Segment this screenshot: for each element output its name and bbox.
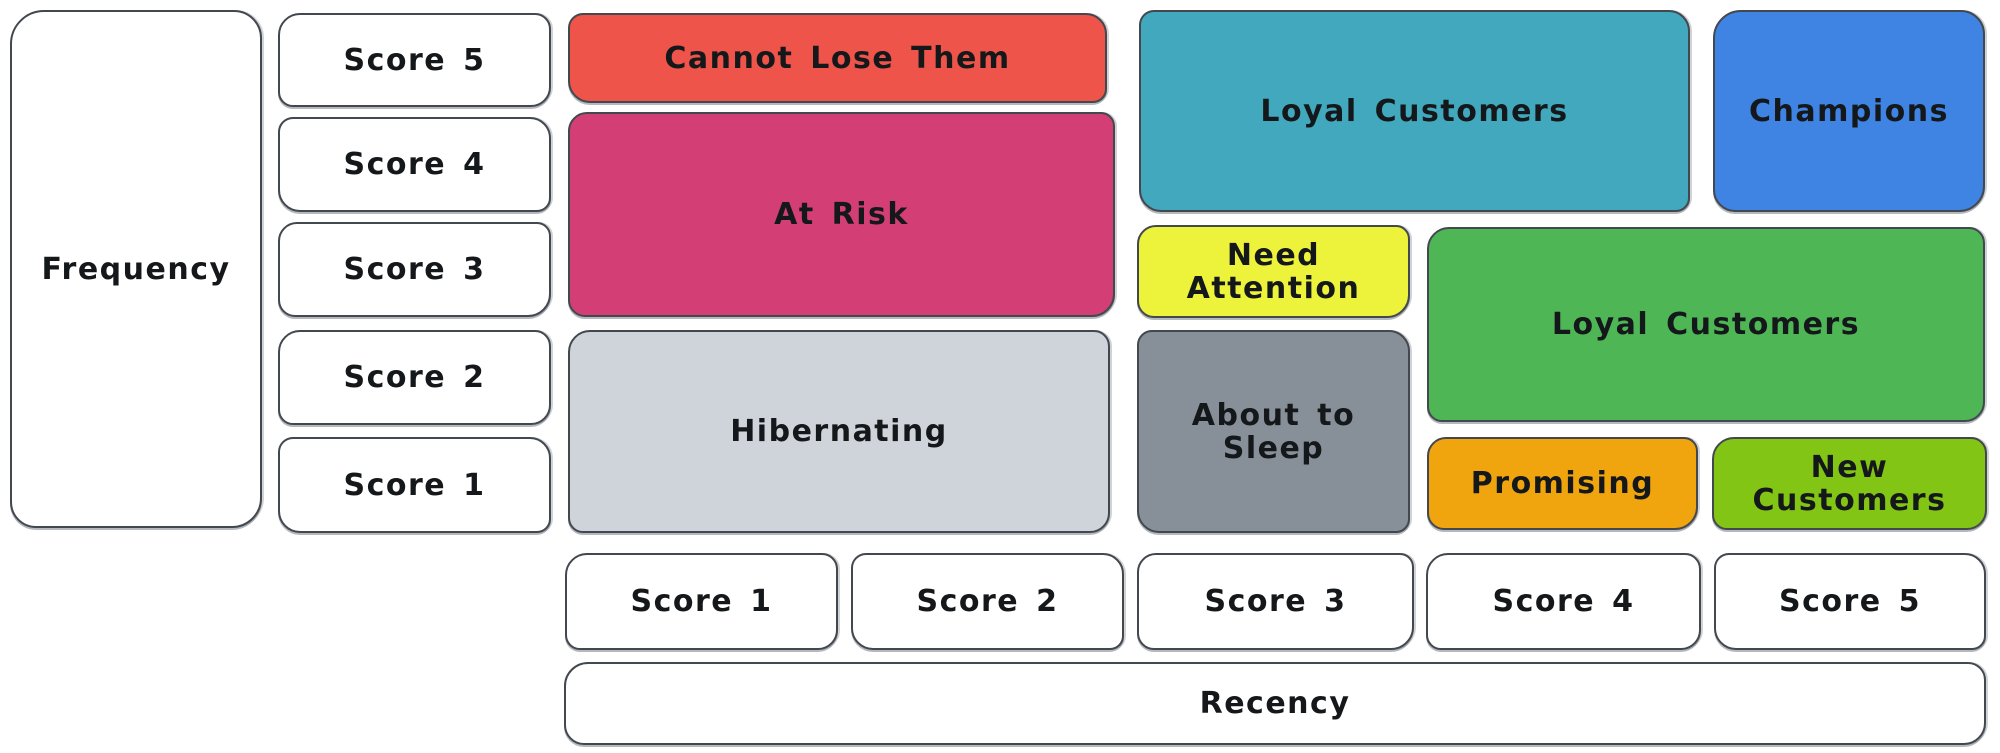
recency-score-5-box: Score 5 [1714, 553, 1986, 650]
recency-score-1-box: Score 1 [565, 553, 838, 650]
segment-new-customers: New Customers [1712, 437, 1987, 530]
recency-score-3-box: Score 3 [1137, 553, 1414, 650]
frequency-score-4-label: Score 4 [343, 147, 486, 182]
segment-loyal-customers-right: Loyal Customers [1427, 227, 1985, 422]
recency-score-1-label: Score 1 [630, 584, 773, 619]
recency-score-2-box: Score 2 [851, 553, 1124, 650]
segment-loyal-customers-right-label: Loyal Customers [1551, 307, 1861, 342]
segment-new-customers-label: New Customers [1752, 449, 1947, 518]
frequency-score-1-box: Score 1 [278, 437, 551, 533]
segment-about-to-sleep-label: About to Sleep [1191, 397, 1356, 466]
frequency-axis-label: Frequency [41, 251, 231, 287]
recency-score-4-box: Score 4 [1426, 553, 1701, 650]
segment-loyal-customers-top: Loyal Customers [1139, 10, 1690, 212]
recency-score-5-label: Score 5 [1779, 584, 1921, 619]
segment-promising-label: Promising [1470, 466, 1655, 501]
recency-score-2-label: Score 2 [916, 584, 1059, 619]
segment-loyal-customers-top-label: Loyal Customers [1260, 93, 1569, 129]
segment-at-risk-label: At Risk [774, 197, 909, 232]
frequency-score-2-box: Score 2 [278, 330, 551, 425]
segment-cannot-lose-them-label: Cannot Lose Them [664, 40, 1011, 76]
segment-need-attention-label: Need Attention [1186, 237, 1361, 306]
frequency-score-1-label: Score 1 [343, 467, 486, 503]
recency-score-4-label: Score 4 [1492, 584, 1635, 619]
segment-cannot-lose-them: Cannot Lose Them [568, 13, 1107, 103]
segment-need-attention: Need Attention [1137, 225, 1410, 318]
frequency-score-5-box: Score 5 [278, 13, 551, 107]
frequency-score-3-label: Score 3 [343, 252, 486, 287]
recency-axis-label: Recency [1199, 686, 1351, 721]
frequency-score-4-box: Score 4 [278, 117, 551, 212]
recency-score-3-label: Score 3 [1204, 584, 1347, 619]
segment-at-risk: At Risk [568, 112, 1115, 317]
segment-champions: Champions [1713, 10, 1985, 212]
frequency-score-2-label: Score 2 [343, 360, 486, 395]
segment-champions-label: Champions [1749, 93, 1949, 129]
segment-hibernating: Hibernating [568, 330, 1110, 533]
recency-axis-label-box: Recency [564, 662, 1986, 745]
segment-about-to-sleep: About to Sleep [1137, 330, 1410, 533]
segment-hibernating-label: Hibernating [730, 414, 948, 449]
frequency-axis-label-box: Frequency [10, 10, 262, 528]
segment-promising: Promising [1427, 437, 1698, 530]
frequency-score-3-box: Score 3 [278, 222, 551, 317]
frequency-score-5-label: Score 5 [343, 42, 486, 78]
